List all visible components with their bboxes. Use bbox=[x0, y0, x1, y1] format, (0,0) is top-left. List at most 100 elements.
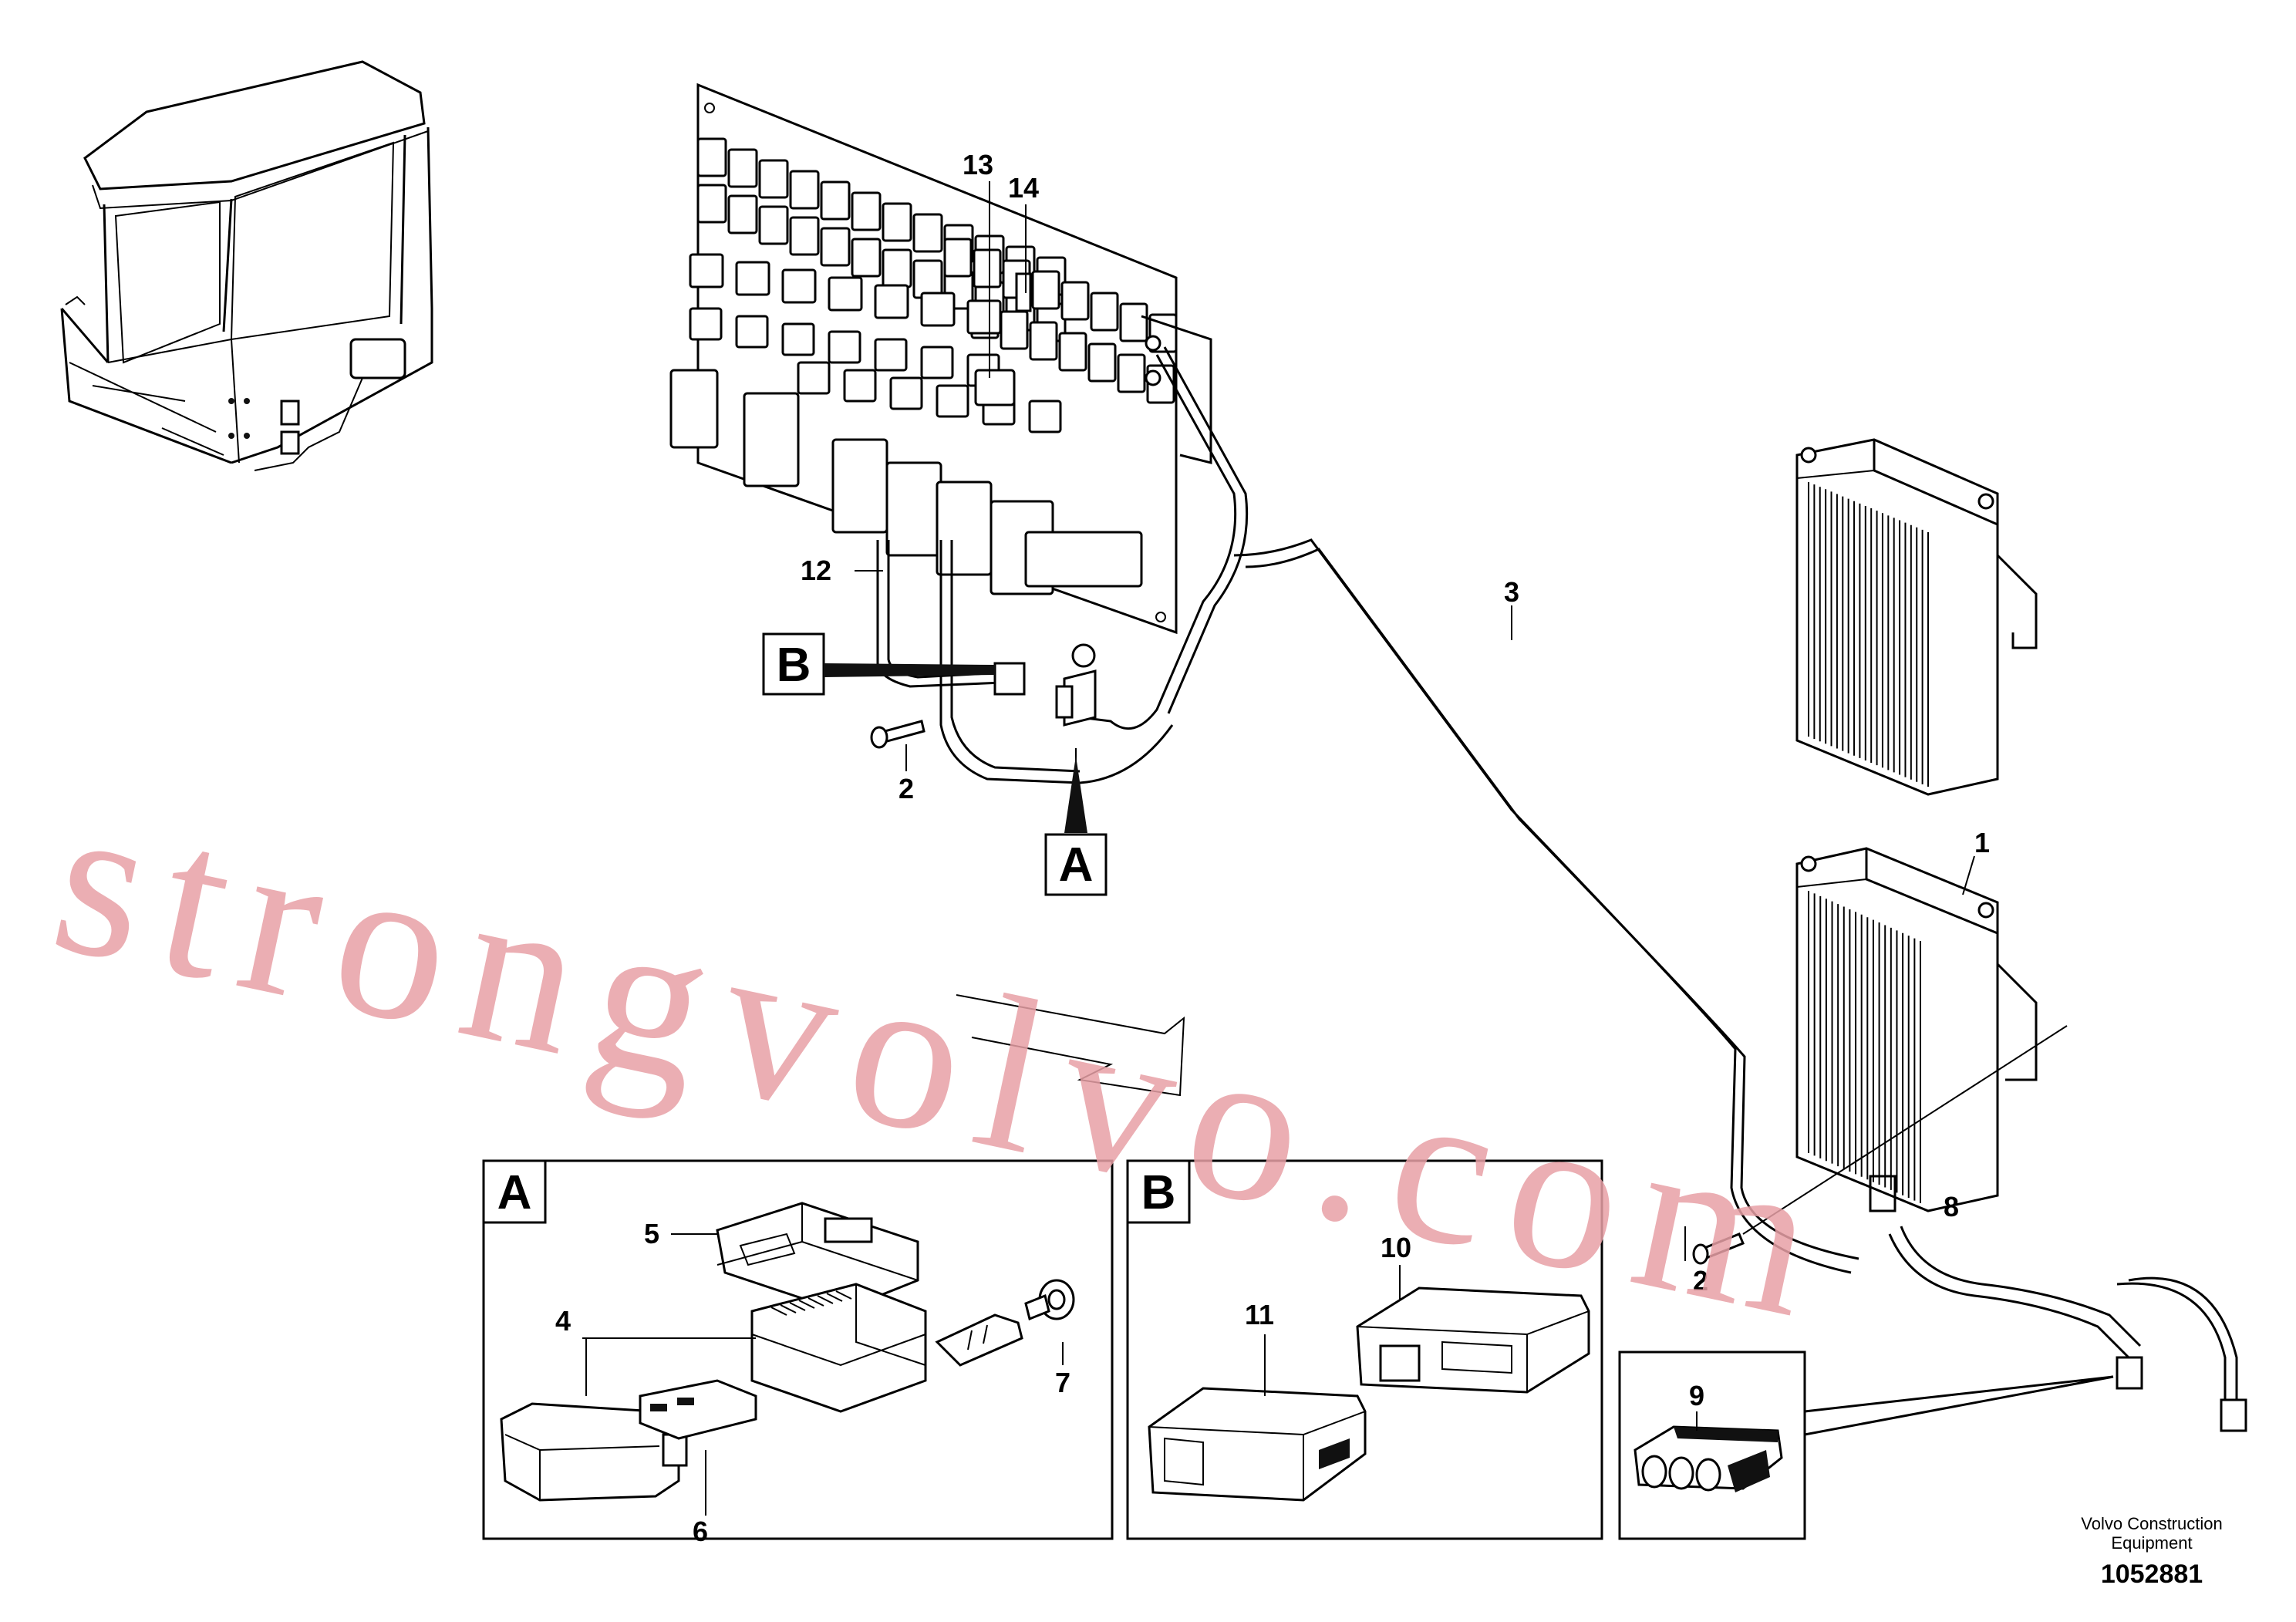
relay bbox=[1031, 270, 1060, 310]
control-unit-1 bbox=[1742, 847, 2068, 1235]
footer: Volvo Construction Equipment 1052881 bbox=[2081, 1514, 2222, 1589]
relay bbox=[735, 315, 769, 349]
company-name-line1: Volvo Construction bbox=[2081, 1514, 2222, 1533]
relay-large bbox=[669, 369, 719, 449]
relay bbox=[882, 248, 912, 288]
relay bbox=[689, 307, 723, 341]
connector-11 bbox=[1148, 1387, 1367, 1502]
relay bbox=[758, 205, 789, 245]
connector-end-on-harness bbox=[2220, 1398, 2247, 1432]
callout-5: 5 bbox=[644, 1218, 659, 1249]
housing-rib bbox=[817, 1295, 834, 1304]
relay bbox=[851, 238, 882, 278]
housing-rib bbox=[835, 1290, 852, 1300]
detail-box-b-label: B bbox=[1141, 1166, 1176, 1219]
relay-large bbox=[743, 392, 800, 487]
callout-3: 3 bbox=[1504, 576, 1519, 608]
detail-box-a: A bbox=[482, 1159, 1114, 1540]
relay bbox=[781, 268, 817, 304]
callout-12: 12 bbox=[801, 555, 831, 586]
relay bbox=[1028, 400, 1062, 433]
relay-fuse-board bbox=[669, 83, 1212, 635]
relay bbox=[882, 202, 912, 242]
fuse-14 bbox=[1015, 272, 1032, 312]
relay bbox=[966, 299, 1002, 335]
relay bbox=[689, 253, 724, 288]
company-name-line2: Equipment bbox=[2111, 1533, 2192, 1553]
relay bbox=[797, 361, 831, 395]
relay bbox=[920, 346, 954, 379]
connector-b-on-harness bbox=[993, 662, 1026, 696]
relay bbox=[828, 276, 863, 312]
housing-rib bbox=[798, 1300, 815, 1309]
terminal-7 bbox=[935, 1279, 1075, 1367]
relay-large bbox=[831, 438, 888, 534]
relay-large bbox=[936, 481, 993, 576]
relay bbox=[936, 384, 969, 418]
callout-9: 9 bbox=[1689, 1380, 1704, 1411]
relay bbox=[912, 213, 943, 253]
relay bbox=[1058, 332, 1087, 372]
callout-13: 13 bbox=[963, 149, 993, 180]
relay bbox=[851, 191, 882, 231]
relay bbox=[920, 292, 956, 327]
detail-box-9 bbox=[1618, 1351, 2114, 1540]
housing-rib bbox=[789, 1302, 806, 1311]
connector-9 bbox=[1633, 1425, 1783, 1492]
relay bbox=[1119, 302, 1148, 342]
relay bbox=[820, 180, 851, 221]
callout-6: 6 bbox=[693, 1516, 708, 1547]
relay bbox=[1000, 310, 1029, 350]
detail-box-a-label: A bbox=[497, 1166, 532, 1219]
housing-rib bbox=[826, 1293, 843, 1302]
relay bbox=[1090, 292, 1119, 332]
connector-a-on-harness bbox=[1055, 643, 1097, 727]
relay-large bbox=[885, 461, 942, 557]
wire-harness bbox=[876, 346, 2238, 1404]
relay bbox=[1117, 353, 1146, 393]
callout-14: 14 bbox=[1008, 172, 1039, 204]
callout-8: 8 bbox=[1944, 1191, 1959, 1222]
screw-2-upper bbox=[870, 720, 925, 749]
relay bbox=[727, 148, 758, 188]
control-unit-background bbox=[1795, 438, 2038, 796]
terminal-plate-6 bbox=[639, 1379, 757, 1440]
housing-rib bbox=[770, 1307, 787, 1316]
relay bbox=[874, 338, 908, 372]
callout-7: 7 bbox=[1055, 1367, 1070, 1398]
callout-2-upper: 2 bbox=[899, 773, 914, 804]
callout-4: 4 bbox=[555, 1305, 571, 1337]
callout-11: 11 bbox=[1245, 1299, 1274, 1330]
view-marker-b-label: B bbox=[777, 639, 811, 692]
callout-labels: 13 14 12 3 2 2 1 8 5 4 6 7 11 10 9 bbox=[555, 149, 1990, 1547]
view-marker-b: B bbox=[762, 632, 995, 696]
relay bbox=[735, 261, 770, 296]
relay bbox=[1029, 321, 1058, 361]
forward-arrow-icon bbox=[956, 994, 1185, 1097]
connector-10 bbox=[1356, 1286, 1590, 1394]
relay bbox=[973, 248, 1002, 288]
relay-13 bbox=[974, 369, 1016, 406]
callout-2-lower: 2 bbox=[1693, 1265, 1708, 1297]
connector-housing-4 bbox=[500, 1283, 927, 1502]
relay bbox=[874, 284, 909, 319]
relay bbox=[789, 170, 820, 210]
callout-1: 1 bbox=[1974, 827, 1990, 858]
watermark-text: strongvolvo.com bbox=[36, 754, 1855, 1368]
relay bbox=[727, 194, 758, 234]
relay bbox=[696, 137, 727, 177]
relay-large bbox=[1024, 531, 1143, 588]
detail-box-b: B bbox=[1126, 1159, 1603, 1540]
view-marker-a: A bbox=[1044, 756, 1108, 896]
view-marker-a-label: A bbox=[1059, 838, 1094, 892]
relay bbox=[828, 330, 861, 364]
connector-9-on-harness bbox=[2116, 1356, 2143, 1390]
housing-rib bbox=[780, 1304, 797, 1313]
relay bbox=[758, 159, 789, 199]
relay bbox=[820, 227, 851, 267]
relay bbox=[843, 369, 877, 403]
callout-10: 10 bbox=[1381, 1232, 1411, 1263]
relay bbox=[889, 376, 923, 410]
relay bbox=[789, 216, 820, 256]
